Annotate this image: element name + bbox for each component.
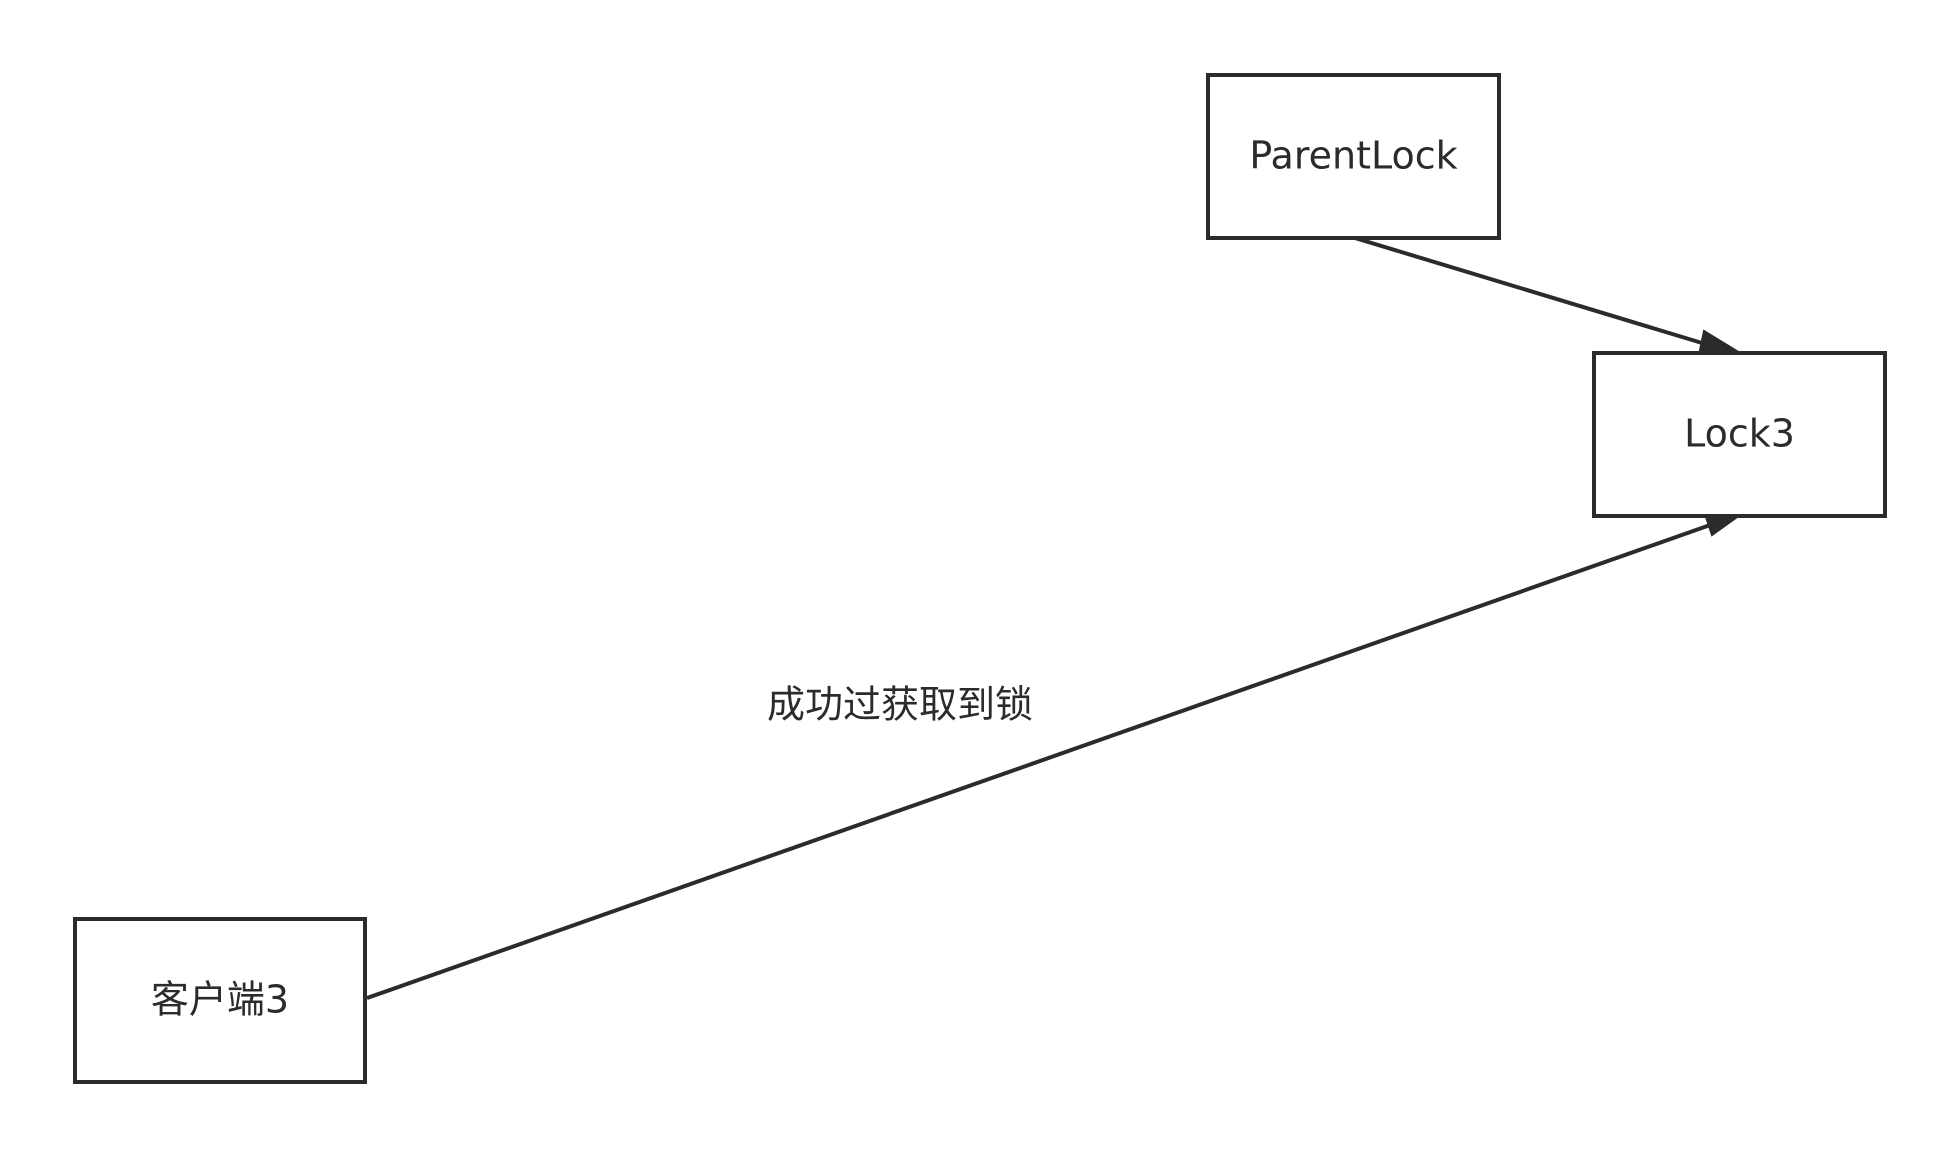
- edge-client3-to-lock3-label: 成功过获取到锁: [767, 683, 1033, 727]
- edge-client3-to-lock3-line: [366, 522, 1714, 1000]
- node-client3[interactable]: 客户端3: [73, 917, 367, 1084]
- node-parentlock[interactable]: ParentLock: [1206, 73, 1501, 240]
- edge-client3-to-lock3: [366, 509, 1743, 1000]
- node-lock3-box: [1592, 351, 1887, 518]
- edge-parentlock-to-lock3: [1354, 236, 1744, 357]
- node-lock3-label: Lock3: [1684, 412, 1795, 456]
- edge-parentlock-to-lock3-line: [1354, 236, 1713, 348]
- node-parentlock-box: [1206, 73, 1501, 240]
- node-lock3[interactable]: Lock3: [1592, 351, 1887, 518]
- node-client3-box: [73, 917, 367, 1084]
- node-parentlock-label: ParentLock: [1249, 134, 1457, 178]
- node-client3-label: 客户端3: [151, 978, 289, 1022]
